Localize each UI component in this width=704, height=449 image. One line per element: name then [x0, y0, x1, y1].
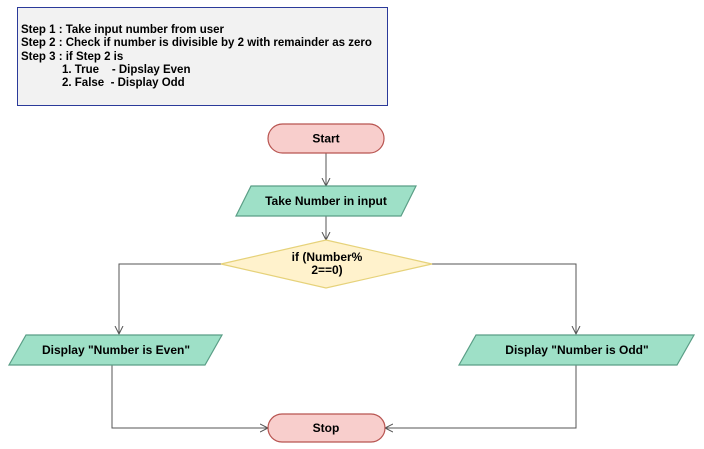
- input-label: Take Number in input: [265, 194, 387, 208]
- output-odd-parallelogram: [457, 334, 696, 366]
- note-step-1: Step 1 : Take input number from user: [21, 24, 224, 36]
- stop-label: Stop: [313, 421, 340, 435]
- connector-decision-odd: [432, 263, 576, 334]
- decision-diamond: [220, 239, 433, 289]
- output-even-parallelogram: [7, 334, 224, 366]
- start-terminator: [267, 123, 385, 154]
- note-step-3: Step 3 : if Step 2 is: [21, 50, 124, 63]
- output-even-label: Display "Number is Even": [42, 343, 190, 357]
- connector-decision-even: [119, 263, 221, 334]
- connector-even-stop: [111, 365, 268, 428]
- note-step-3-false: 2. False - Display Odd: [62, 77, 185, 90]
- output-odd-label: Display "Number is Odd": [505, 343, 648, 357]
- note-step-2: Step 2 : Check if number is divisible by…: [21, 37, 372, 50]
- connector-odd-stop: [385, 365, 577, 428]
- input-parallelogram: [235, 185, 417, 217]
- start-label: Start: [312, 132, 339, 146]
- stop-terminator: [267, 413, 386, 443]
- decision-label-line2: 2==0): [311, 263, 342, 277]
- decision-label-line1: if (Number%: [292, 250, 363, 264]
- algorithm-note: Step 1 : Take input number from user Ste…: [17, 7, 388, 106]
- note-step-3-true: 1. True - Dipslay Even: [62, 63, 191, 76]
